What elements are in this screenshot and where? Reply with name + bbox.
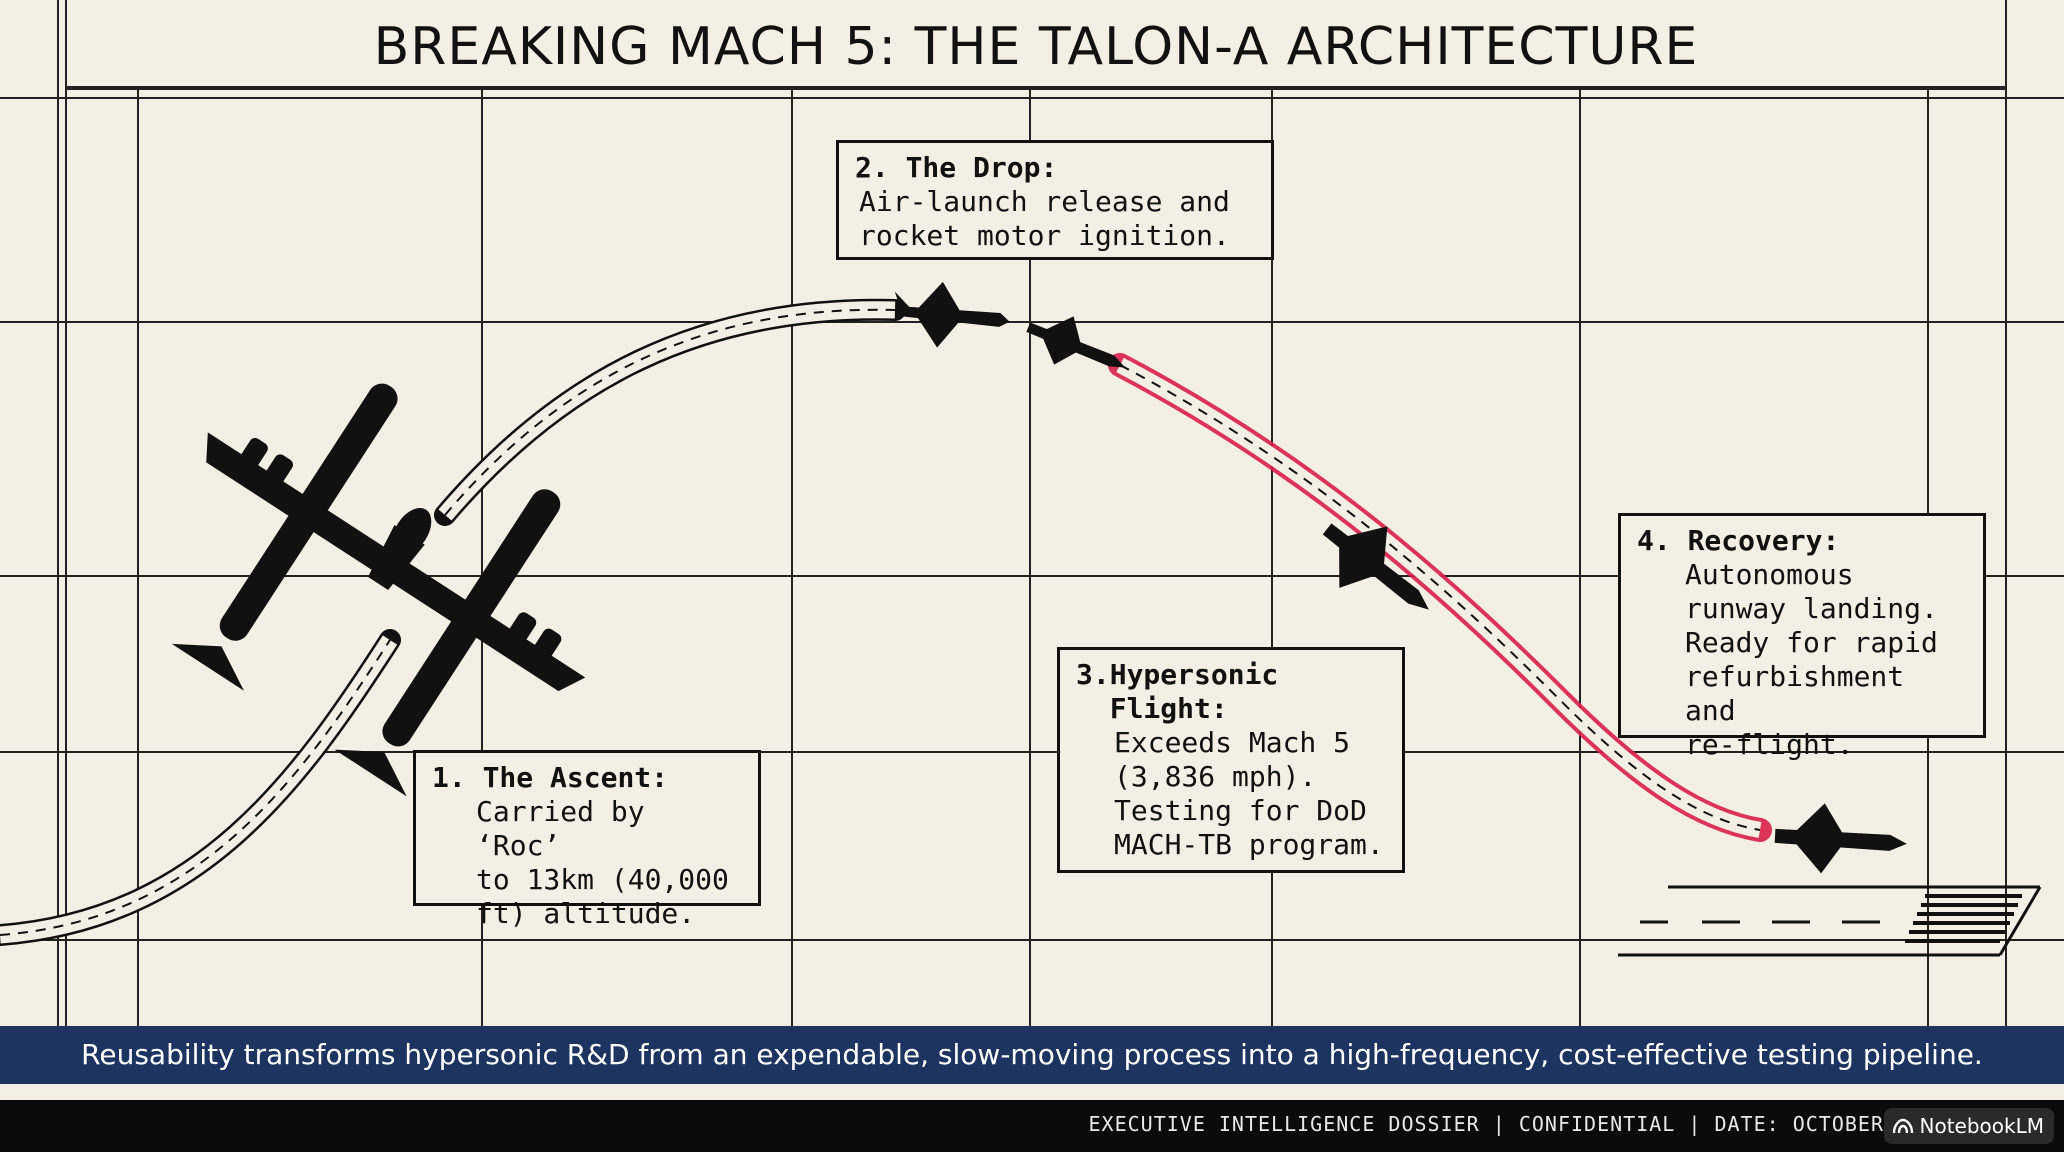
step-1-callout: 1. The Ascent: Carried by ‘Roc’ to 13km … (413, 750, 761, 930)
talon-a-landing-icon (1774, 803, 1907, 874)
step-number: 4. (1637, 524, 1671, 557)
roc-carrier-aircraft-icon (171, 383, 586, 797)
step-heading: Recovery: (1687, 524, 1840, 557)
recovery-runway (1618, 885, 2042, 957)
step-heading: The Ascent: (482, 761, 669, 794)
brand-name: NotebookLM (1919, 1114, 2045, 1138)
talon-a-release-icon (894, 281, 1010, 348)
notebooklm-badge[interactable]: NotebookLM (1883, 1108, 2054, 1144)
page-title: BREAKING MACH 5: THE TALON-A ARCHITECTUR… (373, 17, 1699, 77)
step-2-callout: 2. The Drop: Air-launch release and rock… (836, 140, 1274, 260)
step-description: Carried by ‘Roc’ to 13km (40,000 ft) alt… (476, 795, 729, 930)
notebooklm-logo-icon (1892, 1118, 1913, 1134)
step-description: Autonomous runway landing. Ready for rap… (1685, 558, 1938, 761)
step-number: 1. (432, 761, 466, 794)
step-heading: Hypersonic Flight: (1109, 658, 1279, 725)
ascent-contrail (0, 298, 906, 946)
step-3-callout: 3.Hypersonic Flight: Exceeds Mach 5 (3,8… (1057, 647, 1405, 873)
summary-banner: Reusability transforms hypersonic R&D fr… (0, 1026, 2064, 1084)
talon-a-ignition-icon (1026, 316, 1126, 368)
footer-classification: EXECUTIVE INTELLIGENCE DOSSIER | CONFIDE… (1088, 1112, 1884, 1136)
step-description: Exceeds Mach 5 (3,836 mph). Testing for … (1114, 726, 1384, 861)
step-heading: The Drop: (905, 151, 1058, 184)
step-number: 3. (1076, 658, 1110, 691)
step-4-callout: 4. Recovery: Autonomous runway landing. … (1618, 513, 1986, 761)
step-number: 2. (855, 151, 889, 184)
step-description: Air-launch release and rocket motor igni… (859, 185, 1230, 252)
footer-bar: EXECUTIVE INTELLIGENCE DOSSIER | CONFIDE… (0, 1100, 2064, 1152)
hypersonic-trail (1108, 353, 1772, 842)
talon-a-hypersonic-icon (1322, 523, 1429, 610)
